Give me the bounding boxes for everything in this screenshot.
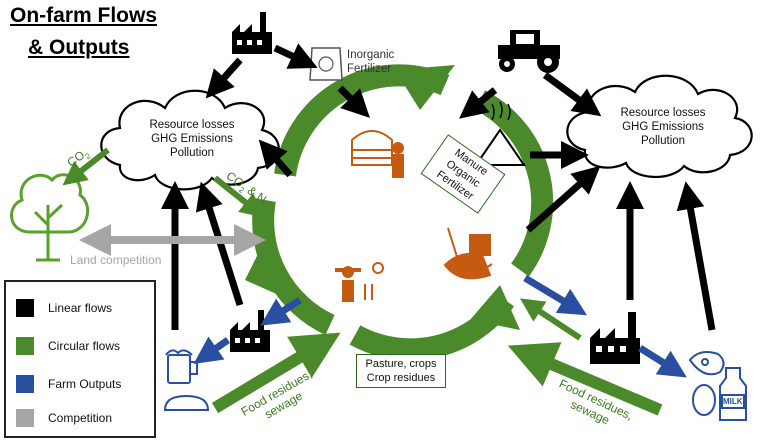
egg-icon [692,384,716,416]
legend-label-circular: Circular flows [48,339,121,353]
cloud-left-text: Resource losses GHG Emissions Pollution [132,118,252,160]
fertilizer-bag-icon [309,47,343,81]
cycle-arrowhead-left [245,250,290,300]
legend-swatch-outputs [16,375,34,393]
milk-text: MILK [723,397,743,406]
cloud-right-text: Resource losses GHG Emissions Pollution [598,106,728,148]
bread-icon [163,394,210,411]
legend-item-outputs: Farm Outputs [16,374,121,394]
tractor-icon [498,30,560,73]
legend-swatch-circular [16,337,34,355]
legend-item-competition: Competition [16,408,112,428]
circular-cycle [245,64,554,361]
inorganic-line-2: Fertilizer [347,63,392,75]
cloud-left-line-3: Pollution [169,147,215,159]
milk-bottle-icon [719,367,747,421]
legend-label-outputs: Farm Outputs [48,377,122,391]
pasture-line-2: Crop residues [366,372,436,384]
title-line-2: & Outputs [28,36,130,59]
factory-left-icon [230,310,270,352]
cycle-arrowhead-top [395,65,455,110]
pasture-line-1: Pasture, crops [365,358,437,370]
cloud-right-line-2: GHG Emissions [622,121,704,133]
cloud-right-line-1: Resource losses [620,107,706,119]
legend-item-circular: Circular flows [16,336,120,356]
farmer-field-icon [335,262,384,302]
cycle-arrowhead-bottom [470,285,520,330]
pasture-crops-label: Pasture, crops Crop residues [356,354,446,388]
factory-right-icon [590,312,640,364]
farm-produce-icon [443,227,493,280]
farmer-barn-icon [351,130,404,178]
legend-swatch-linear [16,299,34,317]
legend-label-competition: Competition [48,411,113,425]
output-flow-arrows [193,274,687,378]
linear-flow-arrows [161,43,716,331]
land-competition-label: Land competition [70,253,162,267]
cloud-left-line-1: Resource losses [149,119,235,131]
legend-label-linear: Linear flows [48,301,113,315]
manure-heap-icon [474,101,526,166]
inorganic-fertilizer-label: Inorganic Fertilizer [347,48,394,76]
cloud-right-line-3: Pollution [640,135,686,147]
circular-flow-arrows [62,147,663,416]
legend: Linear flows Circular flows Farm Outputs… [4,280,156,438]
cycle-arc-left [252,198,335,335]
tree-icon [10,173,90,262]
meat-icon [688,351,725,376]
legend-item-linear: Linear flows [16,298,112,318]
title-line-1: On-farm Flows [10,4,158,27]
inorganic-line-1: Inorganic [347,49,395,61]
cloud-left-line-2: GHG Emissions [151,133,233,145]
factory-icon [232,12,272,54]
beer-mug-icon [165,349,198,384]
legend-swatch-competition [16,409,34,427]
cycle-arc-right [474,90,554,277]
